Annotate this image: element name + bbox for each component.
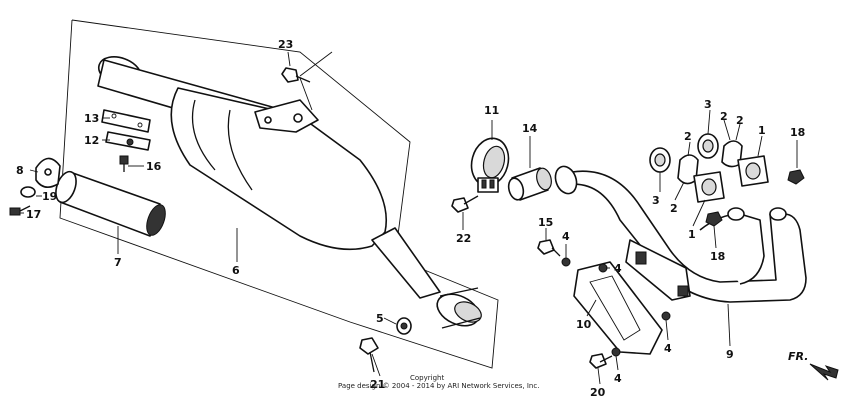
fr-label: FR. — [788, 350, 808, 363]
exhaust-gasket-3b[interactable] — [697, 133, 719, 159]
callout-17: 17 — [26, 208, 41, 221]
callout-2d: 2 — [670, 202, 678, 215]
muffler[interactable] — [95, 51, 485, 332]
callout-19: 19 — [42, 190, 57, 203]
tailpipe[interactable] — [52, 169, 169, 238]
nut-4d[interactable] — [611, 347, 621, 357]
nut-4c[interactable] — [661, 311, 671, 321]
copyright-line-2: Page design © 2004 - 2014 by ARI Network… — [338, 382, 539, 390]
callout-4d: 4 — [614, 372, 622, 385]
callout-5: 5 — [376, 312, 384, 325]
callout-2a: 2 — [684, 130, 692, 143]
nut-4a[interactable] — [561, 257, 571, 267]
callout-3b: 3 — [652, 194, 660, 207]
bolt-22[interactable] — [451, 195, 479, 213]
callout-23: 23 — [278, 38, 293, 51]
callout-7: 7 — [114, 256, 122, 269]
washer-5[interactable] — [396, 317, 412, 335]
muffler-bracket — [254, 99, 319, 133]
callout-3a: 3 — [704, 98, 712, 111]
callout-13: 13 — [84, 112, 99, 125]
callout-20: 20 — [590, 386, 606, 399]
joint-gasket-14[interactable] — [506, 167, 553, 202]
exhaust-pipe[interactable] — [552, 163, 807, 303]
callout-16: 16 — [146, 160, 162, 173]
nut-18a[interactable] — [787, 169, 805, 185]
bolt-21[interactable] — [359, 337, 379, 373]
flange-1b[interactable] — [737, 155, 769, 187]
callout-4a: 4 — [562, 230, 570, 243]
washer-19[interactable] — [20, 186, 36, 198]
callout-2b: 2 — [720, 110, 728, 123]
bolt-16[interactable] — [119, 155, 129, 172]
nut-18b[interactable] — [705, 211, 723, 227]
callout-1b: 1 — [688, 228, 696, 241]
callout-10: 10 — [576, 318, 592, 331]
bolt-23[interactable] — [281, 51, 333, 111]
nut-4b[interactable] — [598, 263, 608, 273]
callout-6: 6 — [232, 264, 240, 277]
heat-shield[interactable] — [573, 261, 663, 355]
callout-8: 8 — [16, 164, 24, 177]
callout-12: 12 — [84, 134, 99, 147]
tailpipe-clamp[interactable] — [35, 157, 61, 188]
copyright-line-1: Copyright — [410, 374, 444, 382]
exhaust-gasket-3a[interactable] — [649, 147, 671, 173]
callout-22: 22 — [456, 232, 471, 245]
callout-2c: 2 — [736, 114, 744, 127]
callout-4c: 4 — [664, 342, 672, 355]
callout-9: 9 — [726, 348, 734, 361]
callout-4b: 4 — [614, 262, 622, 275]
callout-1a: 1 — [758, 124, 766, 137]
gasket-13[interactable] — [101, 109, 151, 133]
front-direction-indicator: FR. — [788, 350, 839, 381]
callout-11: 11 — [484, 104, 499, 117]
fr-arrow-icon — [809, 363, 839, 381]
joint-clamp[interactable] — [466, 134, 513, 193]
callout-18a: 18 — [790, 126, 805, 139]
flange-1a[interactable] — [693, 171, 725, 203]
callout-15: 15 — [538, 216, 553, 229]
callout-18b: 18 — [710, 250, 725, 263]
leader-lines — [20, 51, 798, 385]
bolt-17[interactable] — [9, 205, 31, 216]
bolt-15[interactable] — [537, 239, 561, 257]
callout-21: 21 — [370, 378, 385, 391]
gasket-12[interactable] — [105, 131, 151, 151]
assembly-outline — [59, 19, 499, 369]
callout-14: 14 — [522, 122, 538, 135]
bolt-20[interactable] — [589, 353, 613, 369]
